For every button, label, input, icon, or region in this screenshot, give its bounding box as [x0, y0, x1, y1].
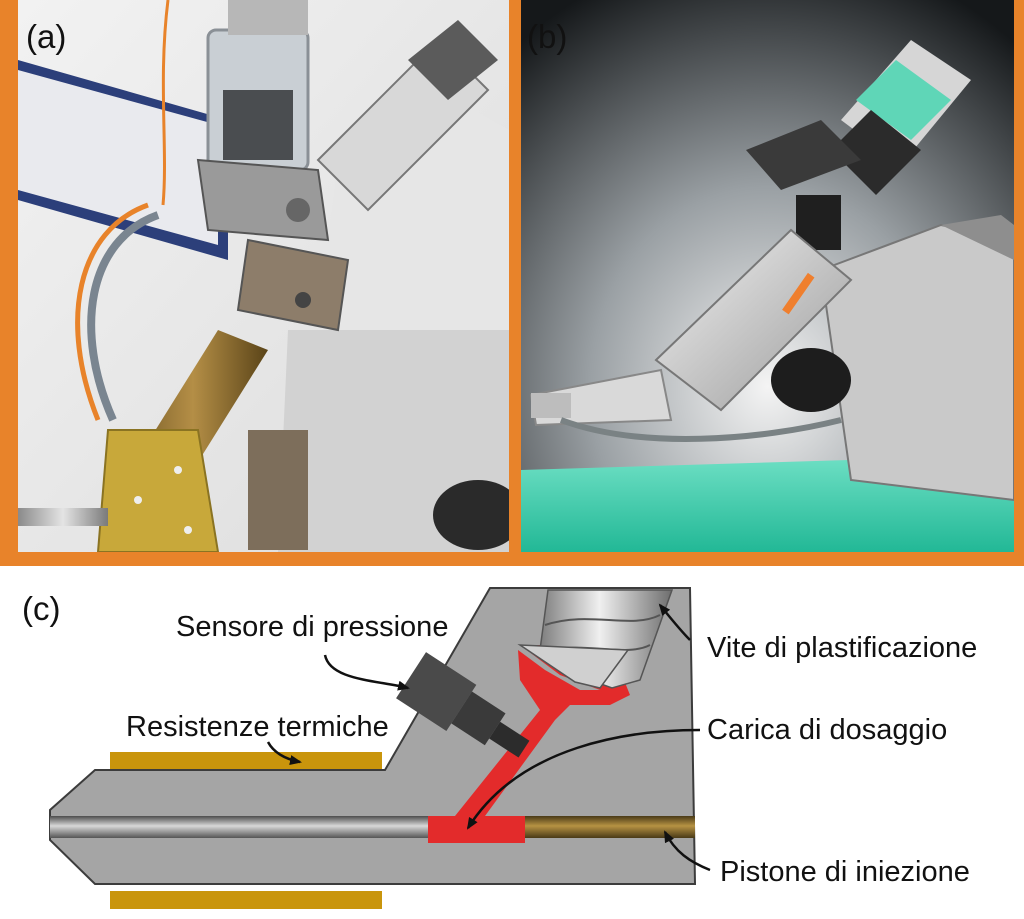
arrow-piston	[663, 830, 711, 872]
melt-channel	[455, 650, 630, 816]
panel-label-a: (a)	[26, 18, 67, 55]
arrow-heater-bands	[266, 741, 302, 765]
label-pressure-sensor: Sensore di pressione	[176, 611, 449, 643]
heater-band-bottom	[110, 891, 382, 909]
injection-unit-photo-a	[18, 0, 509, 552]
panel-label-b: (b)	[527, 18, 568, 55]
label-dosing-charge: Carica di dosaggio	[707, 714, 948, 746]
arrow-pressure-sensor	[323, 654, 410, 691]
label-plasticizing-screw: Vite di plastificazione	[707, 632, 978, 664]
arrow-dosing-charge	[466, 728, 701, 830]
heater-band-top	[110, 752, 382, 770]
injection-piston	[525, 816, 695, 838]
screw-tip	[517, 644, 630, 689]
arrow-screw	[658, 603, 691, 641]
panel-c-schematic: (c) Sensore di pressione Resistenze term…	[0, 570, 1024, 914]
injection-unit-photo-b	[521, 0, 1014, 552]
label-injection-piston: Pistone di iniezione	[720, 856, 970, 888]
nozzle-channel	[50, 816, 440, 838]
panel-b-photo: (b)	[521, 0, 1014, 552]
screw-flight-1	[544, 614, 661, 626]
dosing-charge	[428, 816, 525, 843]
cross-section-diagram	[49, 587, 711, 909]
panel-label-c: (c)	[22, 590, 61, 627]
panel-a-photo: (a)	[18, 0, 509, 552]
label-heater-bands: Resistenze termiche	[126, 711, 389, 743]
pressure-sensor	[396, 652, 530, 758]
